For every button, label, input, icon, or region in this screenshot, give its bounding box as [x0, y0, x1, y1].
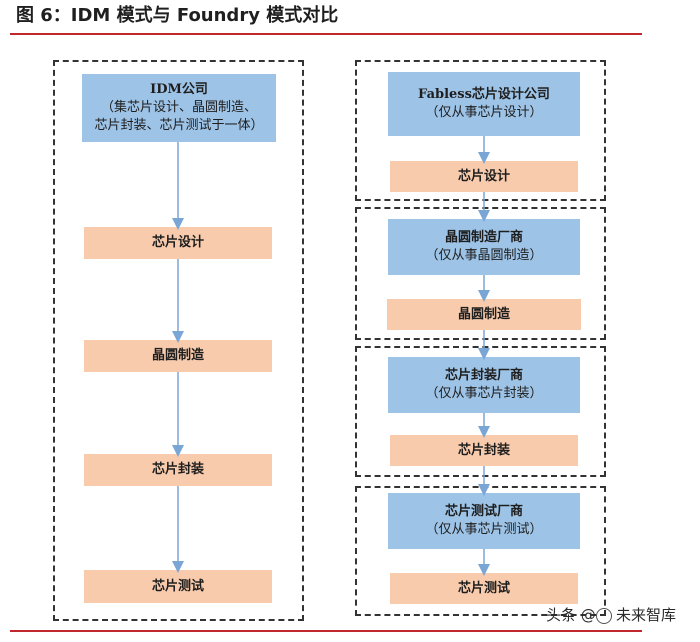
idm-step-design-label: 芯片设计	[151, 235, 204, 250]
package-company-desc: （仅从事芯片封装）	[425, 386, 543, 401]
test-company-desc: （仅从事芯片测试）	[425, 522, 543, 537]
fab-group	[355, 207, 606, 340]
idm-step-test: 芯片测试	[84, 570, 272, 603]
idm-company-desc-line2: 芯片封装、芯片测试于一体）	[94, 118, 264, 133]
fab-step-fab: 晶圆制造	[387, 299, 581, 330]
fab-step-fab-label: 晶圆制造	[457, 306, 510, 322]
title-underline	[10, 33, 642, 35]
idm-company-name: IDM公司	[150, 82, 208, 97]
package-company-name: 芯片封装厂商	[444, 368, 523, 383]
fab-company-desc: （仅从事晶圆制造）	[425, 248, 543, 263]
idm-step-fab: 晶圆制造	[84, 340, 272, 372]
idm-step-package: 芯片封装	[84, 454, 272, 486]
package-step-package-label: 芯片封装	[457, 442, 510, 458]
watermark-logo-icon	[596, 608, 612, 624]
fabless-group	[355, 60, 606, 201]
test-company-box: 芯片测试厂商 （仅从事芯片测试）	[388, 493, 580, 549]
watermark-name: 未来智库	[616, 606, 677, 624]
idm-group	[53, 60, 304, 621]
fab-company-box: 晶圆制造厂商 （仅从事晶圆制造）	[388, 219, 580, 275]
test-company-name: 芯片测试厂商	[444, 504, 523, 519]
idm-step-package-label: 芯片封装	[151, 462, 204, 477]
figure-title: 图 6：IDM 模式与 Foundry 模式对比	[16, 5, 339, 26]
test-step-test-label: 芯片测试	[457, 580, 510, 596]
idm-step-test-label: 芯片测试	[151, 578, 204, 594]
idm-company-desc-line1: （集芯片设计、晶圆制造、	[100, 100, 257, 115]
package-group	[355, 346, 606, 477]
fabless-company-name: Fabless芯片设计公司	[418, 87, 550, 102]
bottom-rule	[10, 630, 642, 632]
fabless-step-design-label: 芯片设计	[457, 168, 510, 184]
watermark-prefix: 头条 @	[546, 606, 596, 624]
idm-company-box: IDM公司 （集芯片设计、晶圆制造、 芯片封装、芯片测试于一体）	[82, 74, 276, 142]
fabless-company-desc: （仅从事芯片设计）	[425, 105, 543, 120]
idm-step-design: 芯片设计	[84, 227, 272, 259]
idm-step-fab-label: 晶圆制造	[151, 348, 204, 363]
fabless-step-design: 芯片设计	[390, 161, 578, 192]
fabless-company-box: Fabless芯片设计公司 （仅从事芯片设计）	[388, 72, 580, 136]
fab-company-name: 晶圆制造厂商	[444, 230, 523, 245]
package-step-package: 芯片封装	[390, 435, 578, 466]
test-step-test: 芯片测试	[390, 573, 578, 604]
package-company-box: 芯片封装厂商 （仅从事芯片封装）	[388, 357, 580, 413]
